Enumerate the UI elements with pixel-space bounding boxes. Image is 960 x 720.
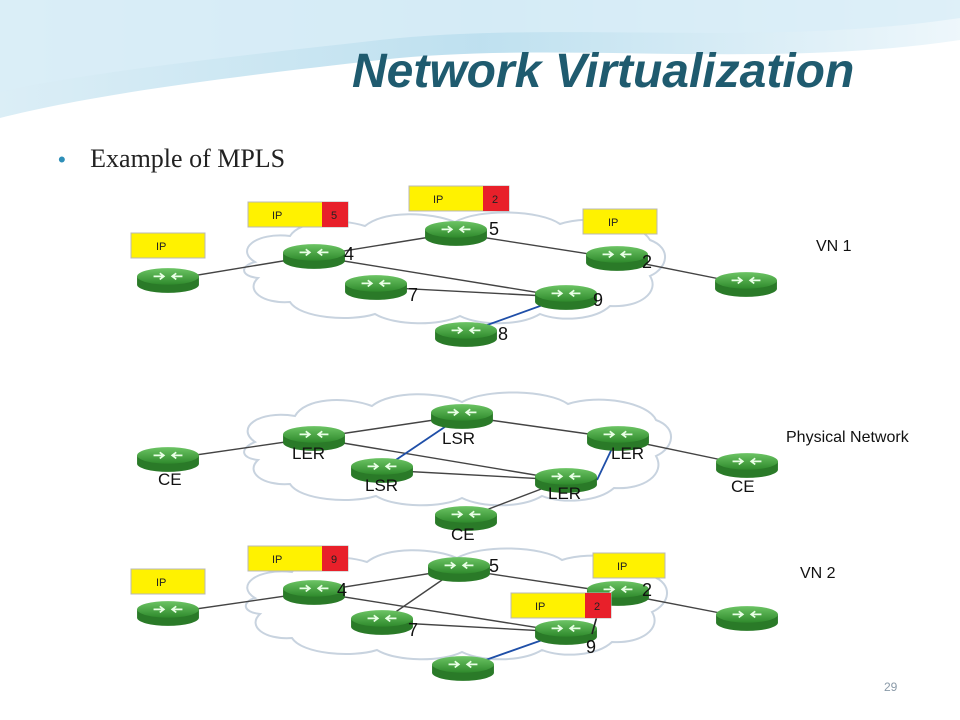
packet-tag: IP xyxy=(130,232,206,259)
router-role-label: LER xyxy=(292,444,325,463)
packet-tag: IP 5 xyxy=(247,201,349,228)
page-number: 29 xyxy=(884,680,898,694)
svg-text:IP: IP xyxy=(272,210,282,222)
router-icon xyxy=(136,600,200,627)
router-role-label: LER xyxy=(611,444,644,463)
label-number: 9 xyxy=(593,290,603,310)
vn1-network: 4 5 2 7 9 8 IP IP 5 IP 2 IP VN 1 xyxy=(130,185,852,348)
header-swoosh xyxy=(0,0,960,118)
router-icon xyxy=(715,452,779,479)
router-icon xyxy=(136,267,200,294)
label-number: 5 xyxy=(489,219,499,239)
router-role-label: LER xyxy=(548,484,581,503)
vn2-network: 4 5 2 7 9 IP IP 9 IP IP 2 VN 2 xyxy=(130,545,836,682)
pointer-line xyxy=(591,615,598,635)
router-icon xyxy=(136,446,200,473)
packet-tag: IP 2 xyxy=(510,592,612,619)
svg-text:IP: IP xyxy=(608,217,618,229)
router-icon xyxy=(585,245,649,272)
router-icon xyxy=(715,605,779,632)
svg-text:IP: IP xyxy=(272,554,282,566)
packet-tag: IP xyxy=(582,208,658,235)
router-icon xyxy=(427,556,491,583)
vn1-label: VN 1 xyxy=(816,238,852,255)
packet-tag: IP 2 xyxy=(408,185,510,212)
router-icon xyxy=(434,321,498,348)
slide-title: Network Virtualization xyxy=(352,45,855,98)
svg-text:2: 2 xyxy=(492,194,498,206)
router-icon xyxy=(430,403,494,430)
router-role-label: CE xyxy=(731,477,755,496)
router-icon xyxy=(282,243,346,270)
svg-text:IP: IP xyxy=(535,601,545,613)
svg-text:2: 2 xyxy=(594,601,600,613)
physical-network-label: Physical Network xyxy=(786,429,910,446)
router-icon xyxy=(424,220,488,247)
label-number: 2 xyxy=(642,580,652,600)
svg-text:IP: IP xyxy=(433,194,443,206)
label-number: 7 xyxy=(408,285,418,305)
packet-tag: IP 9 xyxy=(247,545,349,572)
label-number: 4 xyxy=(337,580,347,600)
router-role-label: LSR xyxy=(442,429,475,448)
packet-tag: IP xyxy=(592,552,666,579)
physical-network: LER LSR LER LSR LER CE CE CE Physical Ne… xyxy=(136,391,910,544)
svg-text:IP: IP xyxy=(156,241,166,253)
router-icon xyxy=(282,579,346,606)
label-number: 9 xyxy=(586,637,596,657)
router-role-label: CE xyxy=(158,470,182,489)
router-icon xyxy=(714,271,778,298)
svg-text:IP: IP xyxy=(617,561,627,573)
bullet-dot-icon: • xyxy=(58,147,66,172)
label-number: 7 xyxy=(408,620,418,640)
svg-text:5: 5 xyxy=(331,210,337,222)
router-role-label: LSR xyxy=(365,476,398,495)
label-number: 4 xyxy=(344,244,354,264)
bullet-item: • Example of MPLS xyxy=(58,144,285,174)
router-icon xyxy=(344,274,408,301)
vn2-label: VN 2 xyxy=(800,565,836,582)
label-number: 2 xyxy=(642,252,652,272)
router-icon xyxy=(534,284,598,311)
router-icon xyxy=(350,609,414,636)
router-role-label: CE xyxy=(451,525,475,544)
label-number: 5 xyxy=(489,556,499,576)
svg-text:9: 9 xyxy=(331,554,337,566)
bullet-text: Example of MPLS xyxy=(90,144,286,173)
packet-tag: IP xyxy=(130,568,206,595)
router-icon xyxy=(431,655,495,682)
svg-text:IP: IP xyxy=(156,577,166,589)
label-number: 8 xyxy=(498,324,508,344)
